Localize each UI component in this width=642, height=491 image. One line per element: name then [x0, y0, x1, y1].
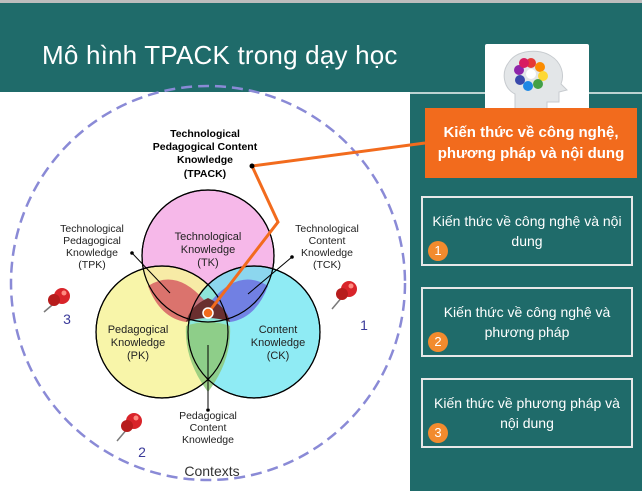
tck-label-line-1: Technological [295, 223, 359, 235]
ck-label-line-2: Knowledge [251, 337, 305, 349]
pck-label-line-1: Pedagogical [179, 410, 237, 422]
tck-label-line-2: Content [309, 235, 346, 247]
tck-label-line-4: (TCK) [313, 259, 341, 271]
number-badge: 1 [428, 241, 448, 261]
slide-title: Mô hình TPACK trong dạy học [42, 40, 398, 70]
contexts-label: Contexts [184, 463, 239, 479]
knowledge-box-label: Kiến thức về công nghệ và phương pháp [443, 304, 611, 340]
knowledge-box-pck: Kiến thức về phương pháp và nội dung [421, 378, 633, 448]
colorful-brain-icon [503, 50, 568, 111]
knowledge-box-label: Kiến thức về công nghệ và nội dung [432, 213, 622, 249]
tpk-label-line-3: Knowledge [66, 247, 118, 259]
tpack-label-dot [249, 163, 255, 169]
knowledge-box-tck: Kiến thức về công nghệ và nội dung [421, 196, 633, 266]
tk-label-line-2: Knowledge [181, 244, 235, 256]
ck-label-line-1: Content [259, 324, 298, 336]
pushpin-icon [43, 288, 70, 313]
pin-number-1: 1 [360, 317, 368, 333]
tk-label-line-1: Technological [175, 231, 242, 243]
tk-label-line-3: (TK) [197, 257, 218, 269]
tpk-label-line-4: (TPK) [78, 259, 105, 271]
brain-logo [485, 44, 589, 116]
tpack-connector [206, 141, 426, 314]
tpack-highlight-label: Kiến thức về công nghệ, phương pháp và n… [437, 124, 625, 162]
tpk-overlap [148, 279, 204, 322]
number-badge: 3 [428, 423, 448, 443]
tpk-label-line-2: Pedagogical [63, 235, 121, 247]
pushpin-icon [331, 281, 357, 310]
tck-label-line-3: Knowledge [301, 247, 353, 259]
tpack-label-line-1: Technological [170, 128, 240, 140]
tpack-label-line-3: Knowledge [177, 154, 233, 166]
number-badge: 2 [428, 332, 448, 352]
knowledge-box-label: Kiến thức về phương pháp và nội dung [434, 395, 620, 431]
pk-label-line-2: Knowledge [111, 337, 165, 349]
pin-number-3: 3 [63, 311, 71, 327]
pck-label-line-3: Knowledge [182, 434, 234, 446]
pk-label-line-1: Pedagogical [108, 324, 169, 336]
pk-label-line-3: (PK) [127, 350, 149, 362]
pushpin-icon [116, 413, 142, 442]
pck-label-line-2: Content [190, 422, 227, 434]
tpk-label-line-1: Technological [60, 223, 124, 235]
pin-number-2: 2 [138, 444, 146, 460]
ck-label-line-3: (CK) [267, 350, 290, 362]
contexts-circle [9, 84, 407, 482]
tpack-marker [202, 307, 214, 319]
tpack-label-line-2: Pedagogical Content [153, 141, 258, 153]
tpack-highlight-box: Kiến thức về công nghệ, phương pháp và n… [425, 108, 637, 178]
knowledge-box-tpk: Kiến thức về công nghệ và phương pháp [421, 287, 633, 357]
tpack-label-line-4: (TPACK) [184, 168, 226, 180]
